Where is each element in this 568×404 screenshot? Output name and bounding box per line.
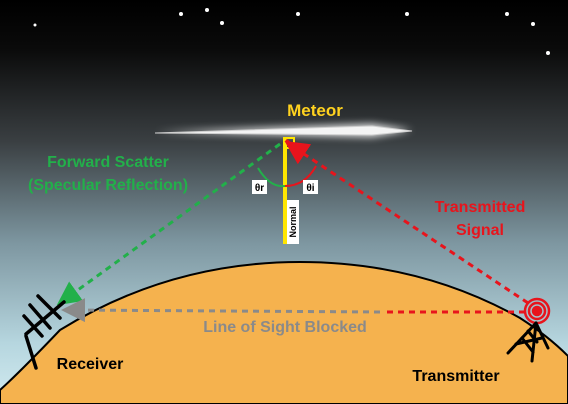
earth-horizon	[0, 260, 568, 404]
transmitted-label: Transmitted	[435, 199, 526, 216]
angle-arc-reflected	[257, 167, 286, 188]
forward-scatter-ray	[56, 142, 281, 306]
signal-label: Signal	[456, 222, 504, 239]
meteor-streak-icon	[154, 124, 413, 137]
transmitter-label: Transmitter	[412, 368, 499, 385]
incident-apex-segment	[285, 138, 297, 150]
meteor-label: Meteor	[287, 101, 343, 120]
normal-label-box: Normal	[287, 200, 299, 244]
specular-reflection-label: (Specular Reflection)	[28, 177, 188, 194]
theta-r-label: θr	[255, 183, 264, 194]
transmitted-signal-ray	[284, 141, 529, 305]
theta-r-box: θr	[252, 180, 267, 194]
line-of-sight-ray-gray	[61, 298, 381, 323]
angle-arc-incident	[284, 165, 317, 187]
radio-tower-icon	[506, 321, 550, 363]
theta-i-label: θi	[306, 183, 314, 194]
broadcast-rings-icon	[523, 297, 551, 325]
stars	[33, 8, 550, 55]
receiver-label: Receiver	[57, 356, 124, 373]
normal-label: Normal	[288, 206, 298, 237]
yagi-antenna-icon	[22, 294, 66, 370]
line-of-sight-label: Line of Sight Blocked	[203, 319, 367, 336]
forward-scatter-label: Forward Scatter	[47, 154, 169, 171]
theta-i-box: θi	[303, 180, 318, 194]
